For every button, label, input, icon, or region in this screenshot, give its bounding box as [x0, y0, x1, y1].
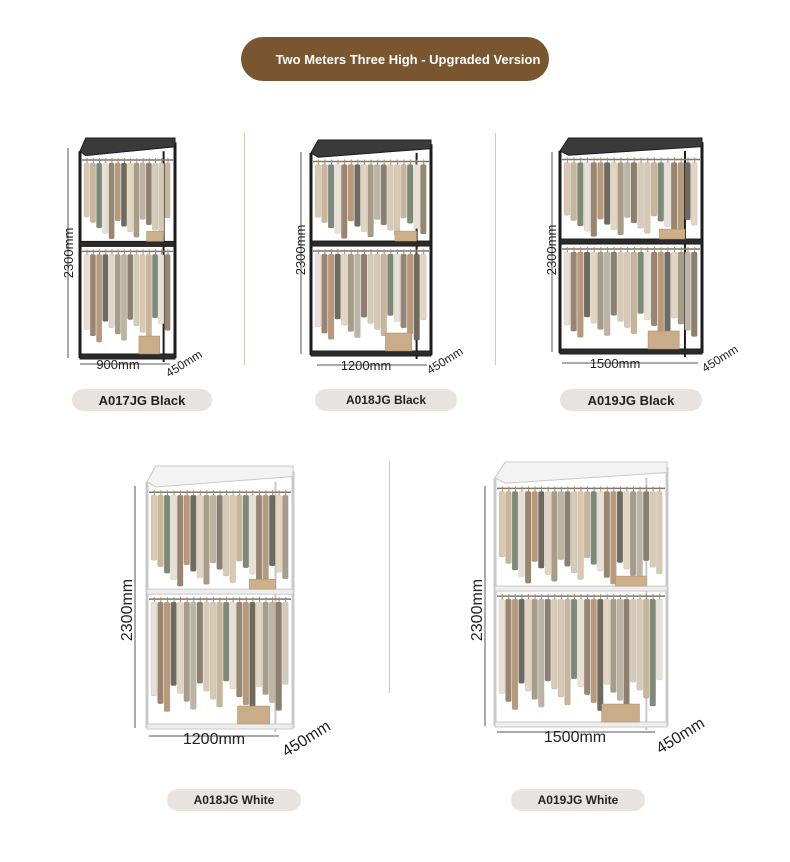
- banner-title: Two Meters Three High - Upgraded Version: [275, 51, 541, 67]
- model-pill: A019JG White: [511, 789, 645, 811]
- rack-illustration: [78, 137, 177, 362]
- width-label: 1200mm: [183, 731, 245, 748]
- product-a018jg-black: 2300mm 1200mm 450mm: [293, 139, 466, 377]
- model-label: A017JG Black: [98, 392, 186, 408]
- model-pill: A018JG Black: [315, 389, 457, 411]
- divider: [244, 133, 245, 365]
- product-a018jg-white: 2300mm 1200mm 450mm: [119, 465, 334, 761]
- model-label: A018JG White: [193, 793, 275, 807]
- divider: [389, 461, 390, 693]
- model-pill: A019JG Black: [560, 389, 702, 411]
- rack-illustration: [309, 139, 433, 359]
- model-label: A019JG White: [537, 793, 619, 807]
- height-label: 2300mm: [544, 225, 559, 276]
- depth-label: 450mm: [163, 347, 204, 380]
- width-label: 1500mm: [544, 729, 606, 746]
- model-pill: A017JG Black: [72, 389, 212, 411]
- title-banner: Two Meters Three High - Upgraded Version: [241, 37, 549, 81]
- product-a019jg-white: 2300mm 1500mm 450mm: [469, 461, 708, 758]
- height-label: 2300mm: [293, 225, 308, 276]
- rack-illustration: [493, 461, 669, 730]
- divider: [495, 133, 496, 365]
- rack-illustration: [145, 465, 295, 732]
- model-label: A019JG Black: [587, 392, 675, 408]
- model-label: A018JG Black: [345, 393, 427, 407]
- product-a019jg-black: 2300mm 1500mm 450mm: [544, 137, 741, 375]
- height-label: 2300mm: [61, 228, 76, 279]
- product-a017jg-black: 2300mm 900mm 450mm: [61, 137, 205, 380]
- height-label: 2300mm: [469, 579, 486, 641]
- height-label: 2300mm: [119, 579, 136, 641]
- width-label: 900mm: [96, 357, 139, 372]
- width-label: 1500mm: [590, 356, 641, 371]
- depth-label: 450mm: [653, 715, 707, 758]
- width-label: 1200mm: [341, 358, 392, 373]
- model-pill: A018JG White: [167, 789, 301, 811]
- rack-illustration: [558, 137, 704, 357]
- depth-label: 450mm: [699, 342, 740, 375]
